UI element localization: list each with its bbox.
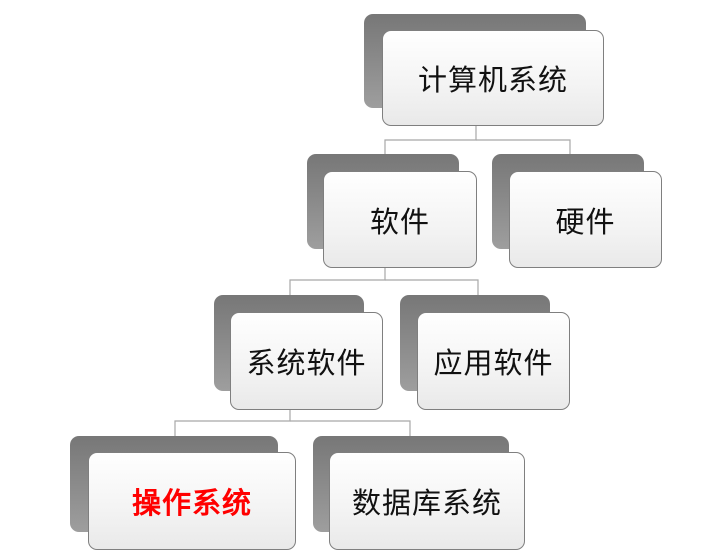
node-label: 数据库系统 (351, 486, 502, 520)
edge-system-software-database-system (290, 420, 411, 437)
node-label: 应用软件 (433, 346, 554, 380)
node-label: 硬件 (555, 204, 616, 239)
node-label: 软件 (369, 204, 430, 239)
node-label: 系统软件 (246, 346, 367, 380)
node-label: 计算机系统 (417, 63, 568, 97)
edge-software-system-software (289, 268, 386, 296)
edge-computer-system-hardware (476, 139, 571, 155)
node-label: 操作系统 (131, 486, 252, 520)
edge-computer-system-software (384, 126, 477, 155)
edge-software-application-software (385, 279, 479, 296)
edge-system-software-operating-system (174, 410, 291, 437)
